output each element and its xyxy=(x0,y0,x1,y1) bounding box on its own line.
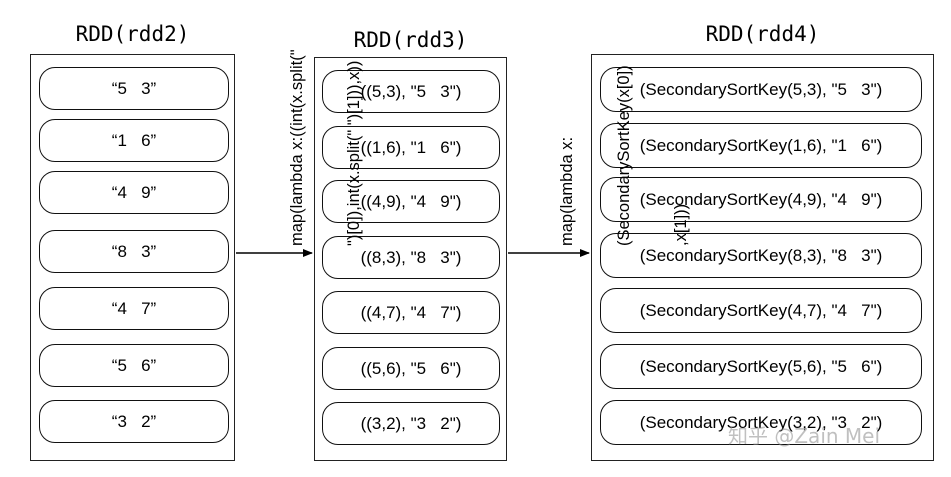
rdd3-item: ((5,6), "5 6") xyxy=(322,347,500,390)
rdd2-item: “4 9” xyxy=(39,171,229,214)
rdd4-title: RDD(rdd4) xyxy=(705,22,820,46)
rdd3-item: ((5,3), "5 3") xyxy=(322,70,500,113)
rdd3-title: RDD(rdd3) xyxy=(353,28,468,52)
op1-label: map(lambda x:((int(x.split(" ")[0]),int(… xyxy=(250,49,383,246)
op2-label: map(lambda x: (SecondarySortKey(x[0]) ,x… xyxy=(520,65,710,246)
op1-line: ")[0]),int(x.split(" ")[1])),x)) xyxy=(345,60,363,246)
rdd3-item: ((4,7), "4 7") xyxy=(322,291,500,334)
watermark: 知乎 @Zain Mei xyxy=(728,424,881,448)
op2-line: ,x[1])) xyxy=(672,203,690,246)
rdd2-item: “5 6” xyxy=(39,344,229,387)
rdd4-item: (SecondarySortKey(3,2), "3 2") xyxy=(600,400,922,445)
rdd2-item: “3 2” xyxy=(39,400,229,443)
rdd4-item: (SecondarySortKey(5,3), "5 3") xyxy=(600,67,922,112)
rdd2-item: “5 3” xyxy=(39,67,229,110)
op2-line: map(lambda x: xyxy=(558,136,576,246)
rdd2-panel: “5 3” “1 6” “4 9” “8 3” “4 7” “5 6” “3 2… xyxy=(30,54,235,461)
rdd2-item: “4 7” xyxy=(39,287,229,330)
rdd4-item: (SecondarySortKey(4,7), "4 7") xyxy=(600,288,922,333)
rdd4-item: (SecondarySortKey(8,3), "8 3") xyxy=(600,233,922,278)
rdd3-item: ((4,9), "4 9") xyxy=(322,180,500,223)
rdd2-item: “8 3” xyxy=(39,230,229,273)
op2-line: (SecondarySortKey(x[0]) xyxy=(615,65,633,246)
rdd4-item: (SecondarySortKey(4,9), "4 9") xyxy=(600,177,922,222)
rdd3-item: ((8,3), "8 3") xyxy=(322,236,500,279)
rdd3-item: ((3,2), "3 2") xyxy=(322,402,500,445)
op1-line: map(lambda x:((int(x.split(" xyxy=(288,49,306,246)
rdd3-item: ((1,6), "1 6") xyxy=(322,126,500,169)
rdd2-title: RDD(rdd2) xyxy=(75,22,190,46)
rdd2-item: “1 6” xyxy=(39,119,229,162)
rdd3-panel: ((5,3), "5 3") ((1,6), "1 6") ((4,9), "4… xyxy=(314,57,507,461)
rdd4-item: (SecondarySortKey(5,6), "5 6") xyxy=(600,344,922,389)
rdd4-item: (SecondarySortKey(1,6), "1 6") xyxy=(600,123,922,168)
rdd4-panel: (SecondarySortKey(5,3), "5 3") (Secondar… xyxy=(591,54,934,461)
